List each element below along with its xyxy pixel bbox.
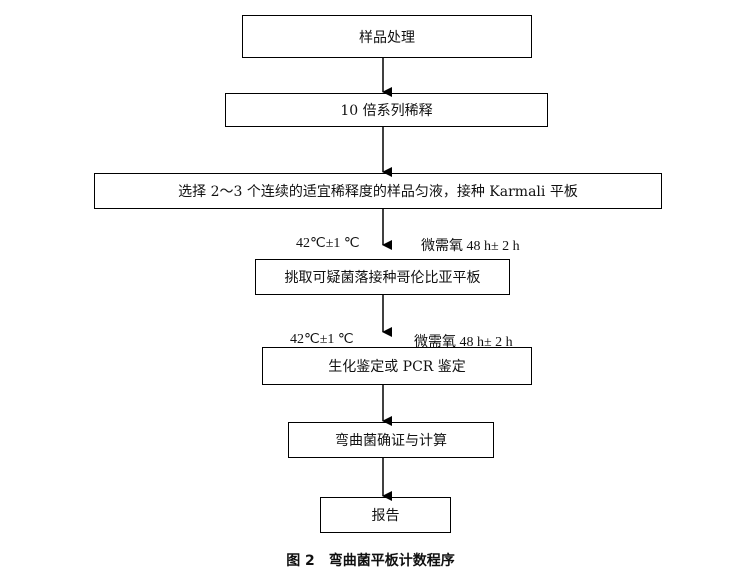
condition-atmosphere-2: 微需氧 48 h± 2 h: [414, 335, 513, 350]
condition-temp-1: 42℃±1 ℃: [296, 236, 360, 251]
step-serial-dilution: 10 倍系列稀释: [225, 93, 548, 127]
step-pick-colonies: 挑取可疑菌落接种哥伦比亚平板: [255, 259, 510, 295]
figure-caption: 图 2 弯曲菌平板计数程序: [286, 553, 455, 569]
step-report: 报告: [320, 497, 451, 533]
step-sample-processing: 样品处理: [242, 15, 532, 58]
condition-temp-2: 42℃±1 ℃: [290, 332, 354, 347]
condition-atmosphere-1: 微需氧 48 h± 2 h: [421, 239, 520, 254]
step-confirmation: 弯曲菌确证与计算: [288, 422, 494, 458]
step-identification: 生化鉴定或 PCR 鉴定: [262, 347, 532, 385]
step-inoculate-karmali: 选择 2～3 个连续的适宜稀释度的样品匀液，接种 Karmali 平板: [94, 173, 662, 209]
